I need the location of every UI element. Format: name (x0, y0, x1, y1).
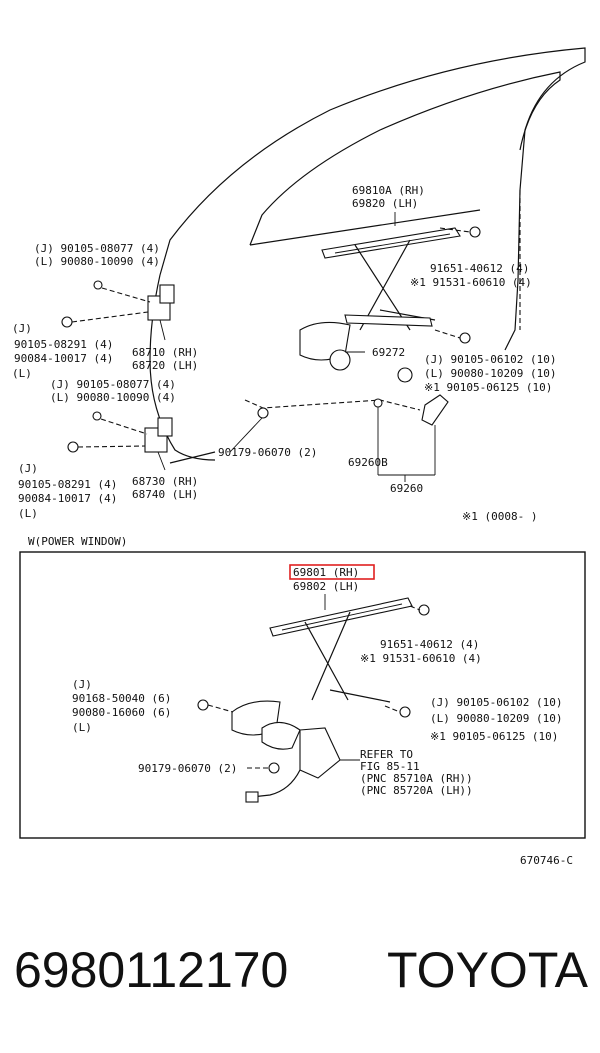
lower-hinge (67, 411, 216, 464)
pw-right-bolt-j: (J) 90105-06102 (10) (430, 696, 562, 709)
hinge-upper-l: (L) (12, 367, 32, 380)
part-number: 6980112170 (14, 942, 289, 998)
upper-hinge (61, 280, 175, 328)
hinge-lower-pn2: 90084-10017 (4) (18, 492, 117, 505)
figure-id: 670746-C (520, 854, 573, 867)
refer-line-1: REFER TO (360, 748, 413, 761)
hinge-lower-pn1: 90105-08291 (4) (18, 478, 117, 491)
pw-left-j: (J) (72, 678, 92, 691)
upper-labels: 69810A (RH) 69820 (LH) (J) 90105-08077 (… (12, 184, 556, 523)
bolt-right-2: ※1 91531-60610 (4) (410, 276, 532, 289)
regulator-lh-label: 69820 (LH) (352, 197, 418, 210)
power-regulator (197, 594, 430, 803)
hinge-lower-lh: 68740 (LH) (132, 488, 198, 501)
footer: 6980112170 TOYOTA (0, 940, 600, 1010)
hinge-upper-pn1: 90105-08291 (4) (14, 338, 113, 351)
hinge-lower-l: (L) (18, 507, 38, 520)
clip-and-handle (244, 226, 481, 482)
right-bolt-l: (L) 90080-10209 (10) (424, 367, 556, 380)
hinge-lower-j: (J) (18, 462, 38, 475)
note-label: ※1 (0008- ) (462, 510, 537, 523)
right-bolt-j: (J) 90105-06102 (10) (424, 353, 556, 366)
upper-leaders (157, 212, 396, 471)
pw-clip: 90179-06070 (2) (138, 762, 237, 775)
parts-diagram: 69810A (RH) 69820 (LH) (J) 90105-08077 (… (12, 47, 586, 867)
hinge-lower-bolt-l: (L) 90080-10090 (4) (50, 391, 176, 404)
hinge-upper-pn2: 90084-10017 (4) (14, 352, 113, 365)
right-bolt-x: ※1 90105-06125 (10) (424, 381, 552, 394)
hinge-upper-bolt-l: (L) 90080-10090 (4) (34, 255, 160, 268)
clip-label: 90179-06070 (2) (218, 446, 317, 459)
hinge-upper-bolt-j: (J) 90105-08077 (4) (34, 242, 160, 255)
pw-regulator-lh: 69802 (LH) (293, 580, 359, 593)
hinge-upper-lh: 68720 (LH) (132, 359, 198, 372)
handle-sub-label: 69260B (348, 456, 388, 469)
section-title: W(POWER WINDOW) (28, 535, 127, 548)
pw-right-bolt-l: (L) 90080-10209 (10) (430, 712, 562, 725)
refer-line-2: FIG 85-11 (360, 760, 420, 773)
manual-regulator (299, 227, 461, 383)
hinge-lower-bolt-j: (J) 90105-08077 (4) (50, 378, 176, 391)
regulator-rh-label: 69810A (RH) (352, 184, 425, 197)
handle-label: 69260 (390, 482, 423, 495)
pw-right-bolt-x: ※1 90105-06125 (10) (430, 730, 558, 743)
refer-line-3: (PNC 85710A (RH)) (360, 772, 473, 785)
hinge-upper-j: (J) (12, 322, 32, 335)
hinge-upper-rh: 68710 (RH) (132, 346, 198, 359)
pw-bolt-right-2: ※1 91531-60610 (4) (360, 652, 482, 665)
bolt-right-1: 91651-40612 (4) (430, 262, 529, 275)
pw-left-pn1: 90168-50040 (6) (72, 692, 171, 705)
power-labels: 69801 (RH) 69802 (LH) 91651-40612 (4) ※1… (72, 564, 562, 797)
pw-bolt-right-1: 91651-40612 (4) (380, 638, 479, 651)
hinge-lower-rh: 68730 (RH) (132, 475, 198, 488)
part-69272: 69272 (372, 346, 405, 359)
brand-name: TOYOTA (387, 942, 588, 998)
highlight-box (289, 564, 375, 580)
pw-left-pn2: 90080-16060 (6) (72, 706, 171, 719)
pw-regulator-rh: 69801 (RH) (293, 566, 359, 579)
door-outline (149, 47, 586, 461)
power-window-frame (19, 551, 586, 839)
refer-line-4: (PNC 85720A (LH)) (360, 784, 473, 797)
pw-left-l: (L) (72, 721, 92, 734)
